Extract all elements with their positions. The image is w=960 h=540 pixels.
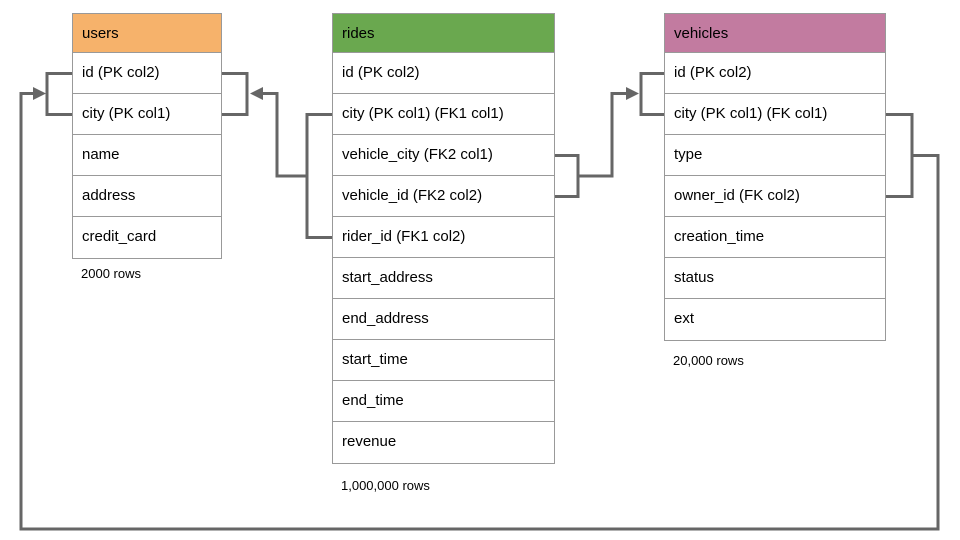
vehicles-column-ext: ext xyxy=(665,299,885,340)
arrowhead-left-icon xyxy=(250,87,263,100)
rides-column-vehicle-city: vehicle_city (FK2 col1) xyxy=(333,135,554,176)
rides-column-id: id (PK col2) xyxy=(333,53,554,94)
vehicles-table-header: vehicles xyxy=(665,14,885,53)
users-column-address: address xyxy=(73,176,221,217)
rides-table: rides id (PK col2) city (PK col1) (FK1 c… xyxy=(332,13,555,464)
vehicles-column-creation-time: creation_time xyxy=(665,217,885,258)
users-left-bracket xyxy=(45,72,72,116)
rides-column-start-time: start_time xyxy=(333,340,554,381)
users-table-header: users xyxy=(73,14,221,53)
fk-line-vehicles-to-users xyxy=(19,72,940,531)
rides-column-start-address: start_address xyxy=(333,258,554,299)
rides-column-rider-id: rider_id (FK1 col2) xyxy=(333,217,554,258)
arrowhead-right-icon xyxy=(626,87,639,100)
rides-left-bracket xyxy=(305,113,332,239)
rides-column-revenue: revenue xyxy=(333,422,554,463)
fk-line-rides-to-users xyxy=(222,72,332,239)
arrowhead-right-icon xyxy=(33,87,46,100)
rides-vehicles-connector xyxy=(578,92,626,178)
rides-users-connector xyxy=(263,92,307,178)
vehicles-row-count: 20,000 rows xyxy=(673,353,744,368)
users-column-city: city (PK col1) xyxy=(73,94,221,135)
vehicles-column-city: city (PK col1) (FK col1) xyxy=(665,94,885,135)
vehicles-column-owner-id: owner_id (FK col2) xyxy=(665,176,885,217)
rides-row-count: 1,000,000 rows xyxy=(341,478,430,493)
rides-column-end-address: end_address xyxy=(333,299,554,340)
users-column-credit-card: credit_card xyxy=(73,217,221,258)
fk-line-rides-to-vehicles xyxy=(555,72,664,198)
vehicles-left-bracket xyxy=(639,72,664,116)
vehicles-users-wraparound-connector xyxy=(19,92,940,531)
rides-column-city: city (PK col1) (FK1 col1) xyxy=(333,94,554,135)
users-table: users id (PK col2) city (PK col1) name a… xyxy=(72,13,222,259)
vehicles-column-id: id (PK col2) xyxy=(665,53,885,94)
users-column-id: id (PK col2) xyxy=(73,53,221,94)
users-column-name: name xyxy=(73,135,221,176)
vehicles-right-bracket xyxy=(886,113,914,198)
vehicles-column-status: status xyxy=(665,258,885,299)
rides-column-vehicle-id: vehicle_id (FK2 col2) xyxy=(333,176,554,217)
rides-right-bracket xyxy=(555,154,580,198)
users-row-count: 2000 rows xyxy=(81,266,141,281)
vehicles-table: vehicles id (PK col2) city (PK col1) (FK… xyxy=(664,13,886,341)
vehicles-column-type: type xyxy=(665,135,885,176)
rides-table-header: rides xyxy=(333,14,554,53)
users-right-bracket xyxy=(222,72,249,116)
rides-column-end-time: end_time xyxy=(333,381,554,422)
